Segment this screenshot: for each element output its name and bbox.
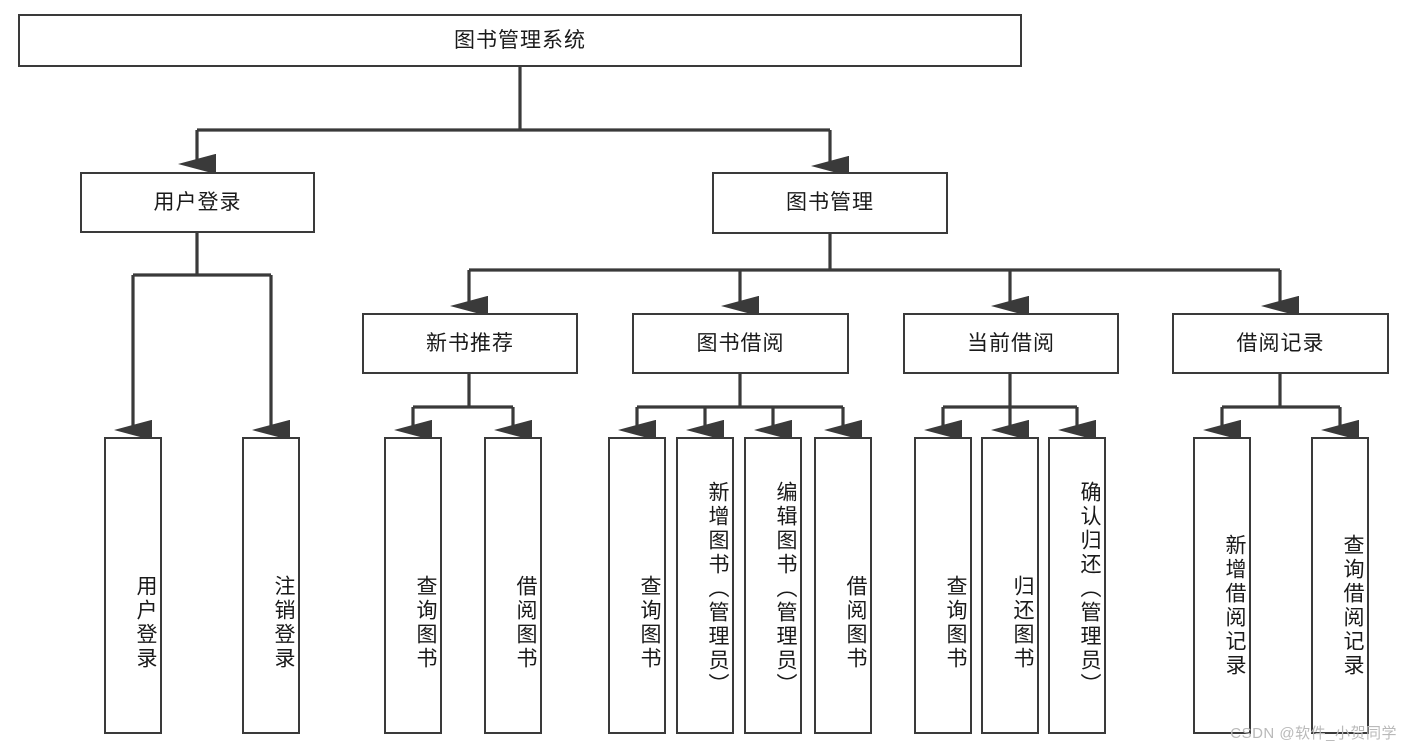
node-leaf-confirm-return[interactable]: 确认归还（管理员） bbox=[1048, 437, 1106, 734]
node-root-label: 图书管理系统 bbox=[454, 28, 586, 52]
node-leaf-user-login-label: 用户登录 bbox=[134, 574, 157, 671]
node-current-borrow[interactable]: 当前借阅 bbox=[903, 313, 1119, 374]
node-borrow-record-label: 借阅记录 bbox=[1236, 331, 1325, 355]
node-user-login[interactable]: 用户登录 bbox=[80, 172, 315, 233]
node-leaf-query-book-2-label: 查询图书 bbox=[638, 574, 661, 671]
node-borrow-record[interactable]: 借阅记录 bbox=[1172, 313, 1389, 374]
node-new-book-recommend[interactable]: 新书推荐 bbox=[362, 313, 578, 374]
node-current-borrow-label: 当前借阅 bbox=[967, 331, 1055, 355]
node-leaf-return-book[interactable]: 归还图书 bbox=[981, 437, 1039, 734]
node-leaf-add-book[interactable]: 新增图书（管理员） bbox=[676, 437, 734, 734]
node-leaf-add-borrow-record-label: 新增借阅记录 bbox=[1223, 533, 1246, 678]
node-root[interactable]: 图书管理系统 bbox=[18, 14, 1022, 67]
node-leaf-borrow-book-2[interactable]: 借阅图书 bbox=[814, 437, 872, 734]
node-leaf-logout-login[interactable]: 注销登录 bbox=[242, 437, 300, 734]
node-leaf-query-book-1[interactable]: 查询图书 bbox=[384, 437, 442, 734]
node-leaf-logout-login-label: 注销登录 bbox=[272, 574, 295, 671]
node-leaf-query-book-2[interactable]: 查询图书 bbox=[608, 437, 666, 734]
node-leaf-query-book-3[interactable]: 查询图书 bbox=[914, 437, 972, 734]
node-book-manage-label: 图书管理 bbox=[786, 191, 874, 215]
node-leaf-confirm-return-label: 确认归还（管理员） bbox=[1078, 480, 1101, 697]
node-leaf-borrow-book-2-label: 借阅图书 bbox=[844, 574, 867, 671]
node-leaf-edit-book[interactable]: 编辑图书（管理员） bbox=[744, 437, 802, 734]
node-leaf-edit-book-label: 编辑图书（管理员） bbox=[774, 480, 797, 697]
node-leaf-add-book-label: 新增图书（管理员） bbox=[706, 480, 729, 697]
node-leaf-query-borrow-record-label: 查询借阅记录 bbox=[1341, 533, 1364, 678]
node-new-book-recommend-label: 新书推荐 bbox=[426, 331, 514, 355]
node-leaf-user-login[interactable]: 用户登录 bbox=[104, 437, 162, 734]
node-user-login-label: 用户登录 bbox=[153, 190, 242, 214]
node-book-borrow[interactable]: 图书借阅 bbox=[632, 313, 849, 374]
node-book-borrow-label: 图书借阅 bbox=[696, 331, 785, 355]
node-leaf-return-book-label: 归还图书 bbox=[1011, 574, 1034, 671]
node-leaf-query-book-1-label: 查询图书 bbox=[414, 574, 437, 671]
node-leaf-add-borrow-record[interactable]: 新增借阅记录 bbox=[1193, 437, 1251, 734]
node-book-manage[interactable]: 图书管理 bbox=[712, 172, 948, 234]
node-leaf-query-book-3-label: 查询图书 bbox=[944, 574, 967, 671]
node-leaf-borrow-book-1-label: 借阅图书 bbox=[514, 574, 537, 671]
node-leaf-borrow-book-1[interactable]: 借阅图书 bbox=[484, 437, 542, 734]
watermark: CSDN @软件_小贺同学 bbox=[1230, 725, 1397, 742]
node-leaf-query-borrow-record[interactable]: 查询借阅记录 bbox=[1311, 437, 1369, 734]
